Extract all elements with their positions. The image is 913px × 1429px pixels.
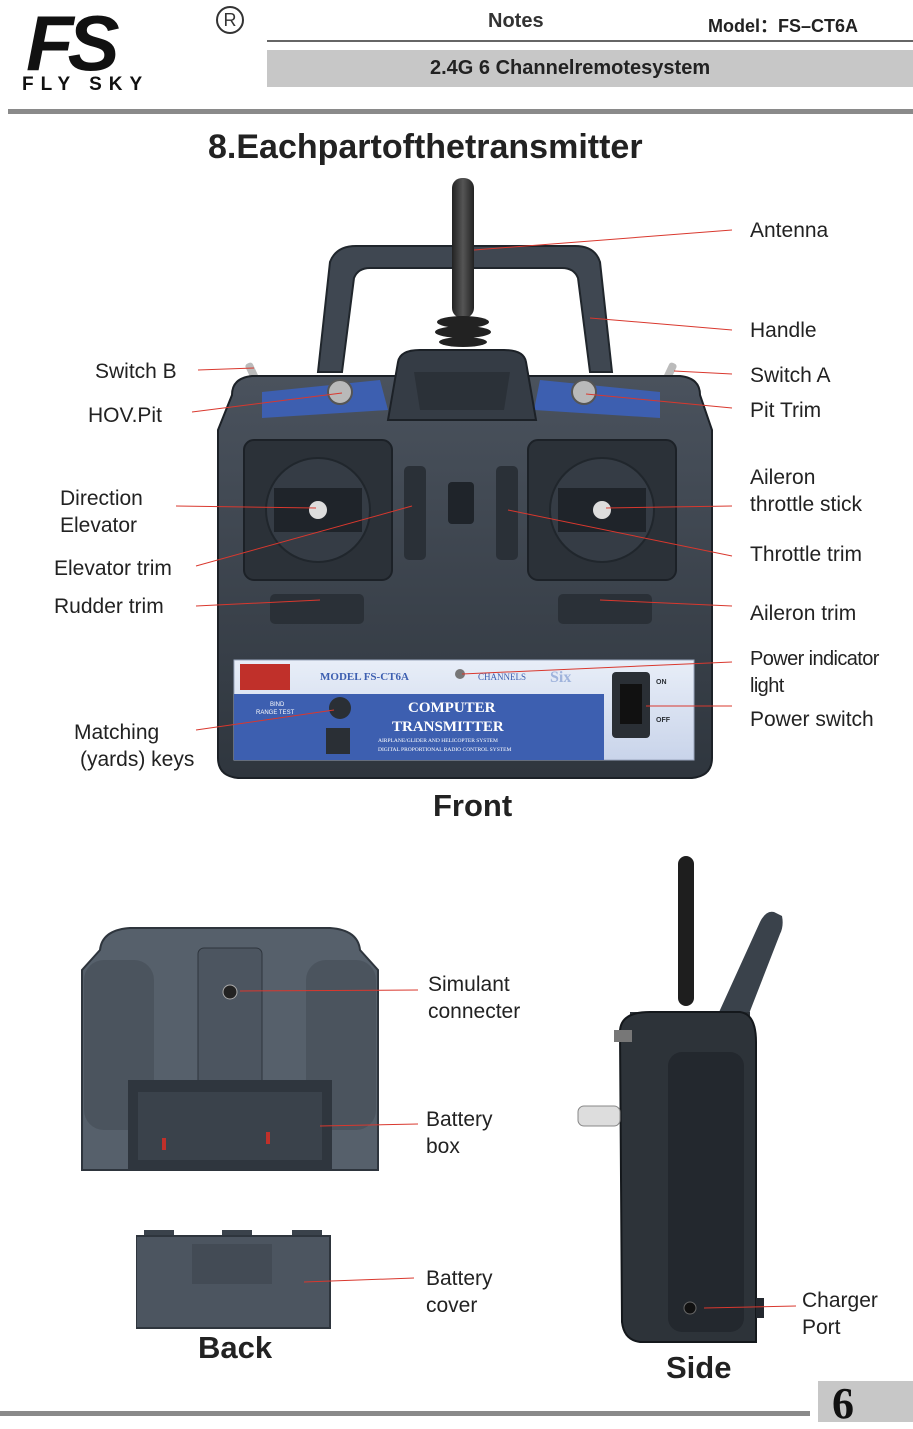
label-matching-keys: (yards) keys [80, 748, 195, 771]
side-transmitter-image [577, 856, 783, 1343]
label-charger-port: Port [802, 1316, 841, 1339]
panel-line1-text: AIRPLANE/GLIDER AND HELICOPTER SYSTEM [378, 738, 498, 744]
label-simulant: Simulant [428, 973, 510, 996]
caption-front: Front [433, 788, 513, 823]
bottom-divider [0, 1411, 810, 1416]
label-antenna: Antenna [750, 219, 829, 242]
label-handle: Handle [750, 319, 817, 342]
panel-range-text: RANGE TEST [256, 710, 295, 716]
label-battery-box-2: box [426, 1135, 460, 1158]
header-rule [267, 40, 913, 42]
panel-on-text: ON [656, 679, 667, 686]
label-aileron-trim: Aileron trim [750, 602, 857, 625]
front-transmitter-image: MODEL FS-CT6A CHANNELS Six COMPUTER TRAN… [217, 178, 713, 779]
caption-side: Side [666, 1350, 732, 1385]
header-subtitle-bar [267, 50, 913, 87]
panel-model-text: MODEL FS-CT6A [320, 671, 409, 683]
label-charger: Charger [802, 1289, 878, 1312]
label-switch-a: Switch A [750, 364, 831, 387]
label-hov-pit: HOV.Pit [88, 404, 162, 427]
brand-logo: FS R FLY SKY [18, 4, 258, 96]
top-divider [8, 109, 913, 114]
label-switch-b: Switch B [95, 360, 177, 383]
header-notes: Notes [488, 10, 544, 32]
label-power-indicator-2: light [750, 675, 784, 697]
registered-mark: R [216, 6, 244, 34]
brand-mark: FS [26, 0, 120, 87]
header-model: Model：FS–CT6A [708, 16, 859, 36]
label-pit-trim: Pit Trim [750, 399, 822, 422]
panel-channels-text: CHANNELS [478, 672, 526, 682]
label-battery-box: Battery [426, 1108, 493, 1131]
label-direction: Direction [60, 487, 143, 510]
label-power-indicator: Power indicator [750, 648, 879, 670]
page-number-box [818, 1381, 913, 1422]
label-throttle-stick: throttle stick [750, 493, 863, 516]
label-rudder-trim: Rudder trim [54, 595, 164, 618]
panel-transmitter-text: TRANSMITTER [392, 719, 504, 735]
panel-computer-text: COMPUTER [408, 700, 496, 716]
panel-line2-text: DIGITAL PROPORTIONAL RADIO CONTROL SYSTE… [378, 747, 511, 753]
page-number: 6 [832, 1379, 854, 1428]
label-throttle-trim: Throttle trim [750, 543, 863, 566]
section-title: 8.Eachpartofthetransmitter [208, 128, 643, 166]
brand-name: FLY SKY [22, 74, 150, 95]
panel-off-text: OFF [656, 717, 671, 724]
battery-cover-image [136, 1230, 331, 1329]
panel-bind-text: BIND [270, 702, 285, 708]
caption-back: Back [198, 1330, 273, 1365]
label-battery-cover-2: cover [426, 1294, 478, 1317]
label-elevator-trim: Elevator trim [54, 557, 172, 580]
label-battery-cover: Battery [426, 1267, 493, 1290]
panel-six-text: Six [550, 669, 571, 686]
label-elevator: Elevator [60, 514, 138, 537]
label-simulant-connecter: connecter [428, 1000, 521, 1023]
label-aileron: Aileron [750, 466, 816, 489]
label-power-switch: Power switch [750, 708, 874, 731]
label-matching: Matching [74, 721, 160, 744]
header-subtitle: 2.4G 6 Channelremotesystem [430, 57, 711, 79]
back-transmitter-image [81, 927, 379, 1171]
